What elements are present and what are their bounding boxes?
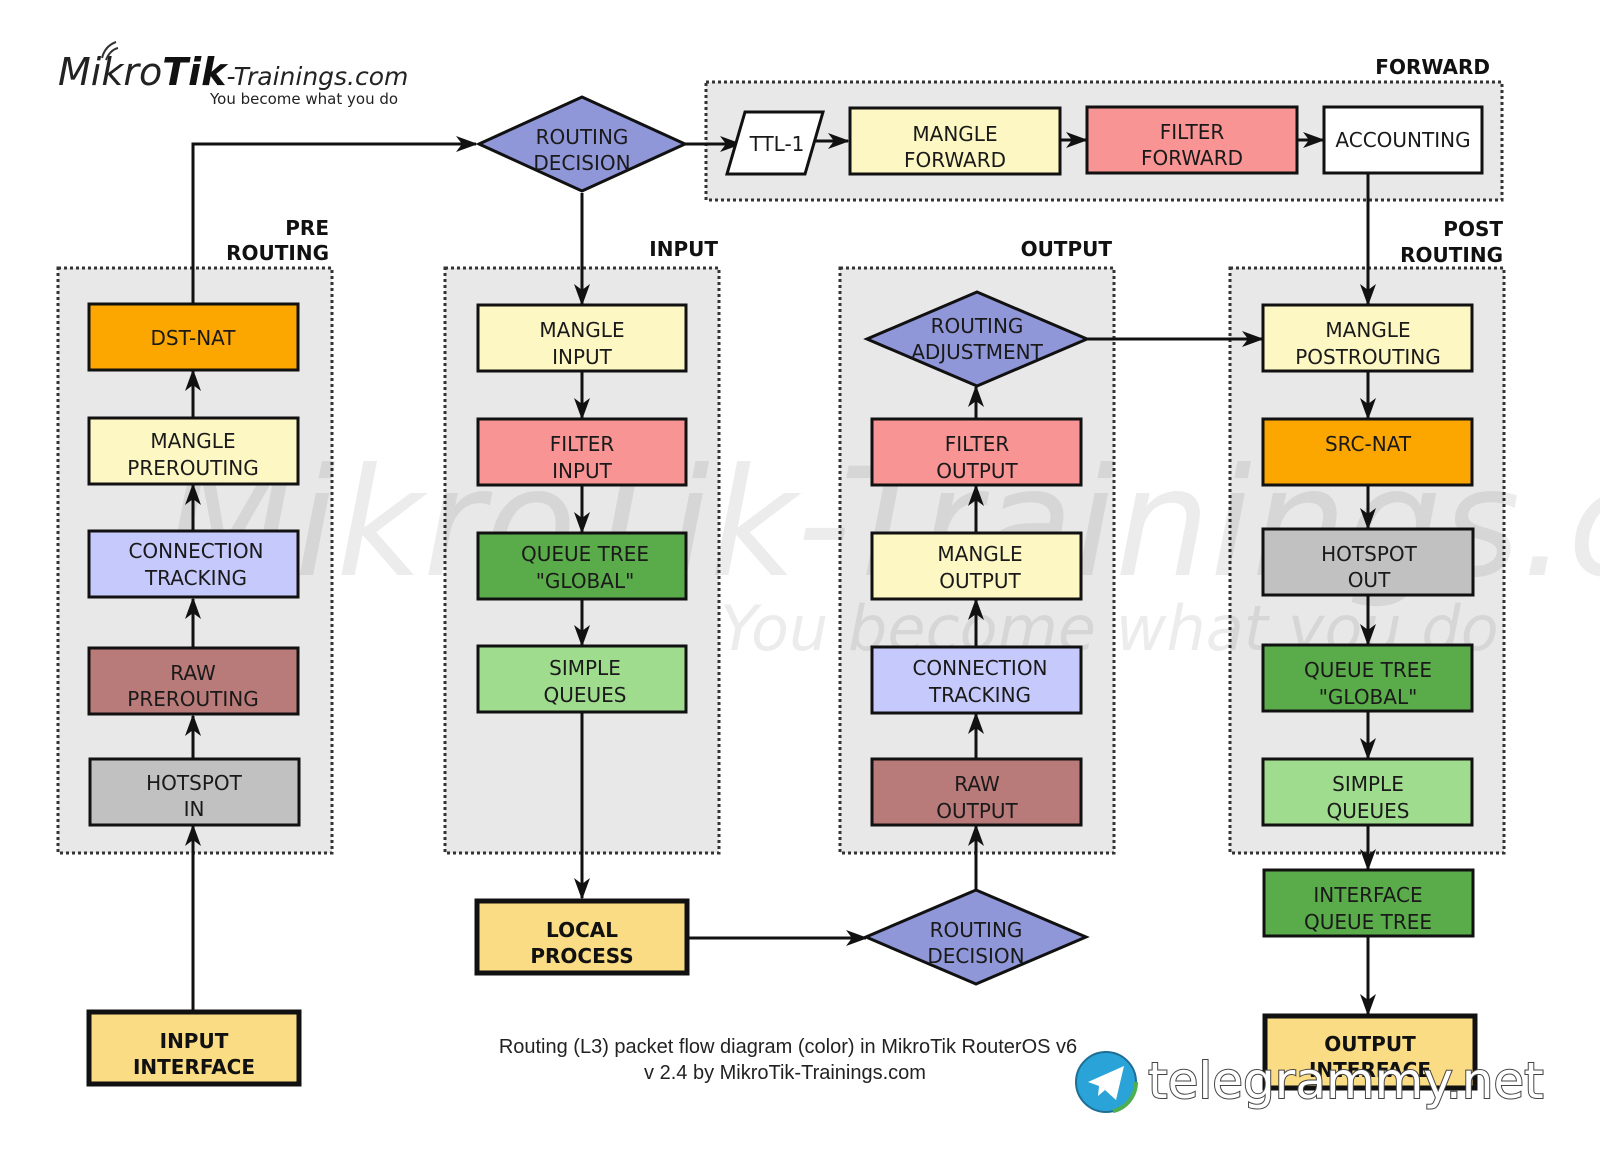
svg-text:ACCOUNTING: ACCOUNTING bbox=[1335, 128, 1470, 152]
svg-text:DST-NAT: DST-NAT bbox=[151, 326, 237, 350]
accounting-node: ACCOUNTING bbox=[1322, 105, 1484, 175]
section-title-postrouting: POST bbox=[1443, 217, 1503, 241]
svg-text:SRC-NAT: SRC-NAT bbox=[1325, 432, 1412, 456]
ttl-node: TTL-1 bbox=[725, 110, 825, 176]
section-title-input: INPUT bbox=[649, 237, 718, 261]
logo: MikroTik-Trainings.com You become what y… bbox=[58, 41, 408, 108]
telegram-icon bbox=[1074, 1050, 1138, 1114]
queue-tree-global-input-node: QUEUE TREE"GLOBAL" bbox=[476, 531, 688, 601]
flow-arrows bbox=[185, 132, 1376, 1016]
svg-text:You become what you do: You become what you do bbox=[209, 90, 398, 108]
section-title-forward: FORWARD bbox=[1375, 55, 1490, 79]
section-title-output: OUTPUT bbox=[1021, 237, 1113, 261]
logo-swoosh-icon bbox=[101, 41, 119, 61]
telegram-watermark: telegrammy.net bbox=[1074, 1050, 1545, 1114]
section-title-prerouting-2: ROUTING bbox=[226, 241, 329, 265]
svg-text:QUEUE TREE"GLOBAL": QUEUE TREE"GLOBAL" bbox=[1304, 658, 1432, 709]
svg-text:QUEUE TREE"GLOBAL": QUEUE TREE"GLOBAL" bbox=[521, 542, 649, 593]
diagram-caption: Routing (L3) packet flow diagram (color)… bbox=[499, 1036, 1077, 1084]
section-title-prerouting: PRE bbox=[285, 216, 329, 240]
svg-text:telegrammy.net: telegrammy.net bbox=[1148, 1052, 1544, 1110]
svg-text:v 2.4 by MikroTik-Trainings.co: v 2.4 by MikroTik-Trainings.com bbox=[644, 1062, 926, 1084]
svg-text:MikroTik-Trainings.com: MikroTik-Trainings.com bbox=[58, 50, 408, 94]
dst-nat-node: DST-NAT bbox=[87, 302, 300, 372]
svg-text:Routing (L3) packet flow diagr: Routing (L3) packet flow diagram (color)… bbox=[499, 1036, 1077, 1058]
section-title-postrouting-2: ROUTING bbox=[1400, 243, 1503, 267]
queue-tree-global-post-node: QUEUE TREE"GLOBAL" bbox=[1261, 643, 1474, 713]
svg-text:TTL-1: TTL-1 bbox=[749, 132, 805, 156]
src-nat-node: SRC-NAT bbox=[1261, 417, 1474, 487]
